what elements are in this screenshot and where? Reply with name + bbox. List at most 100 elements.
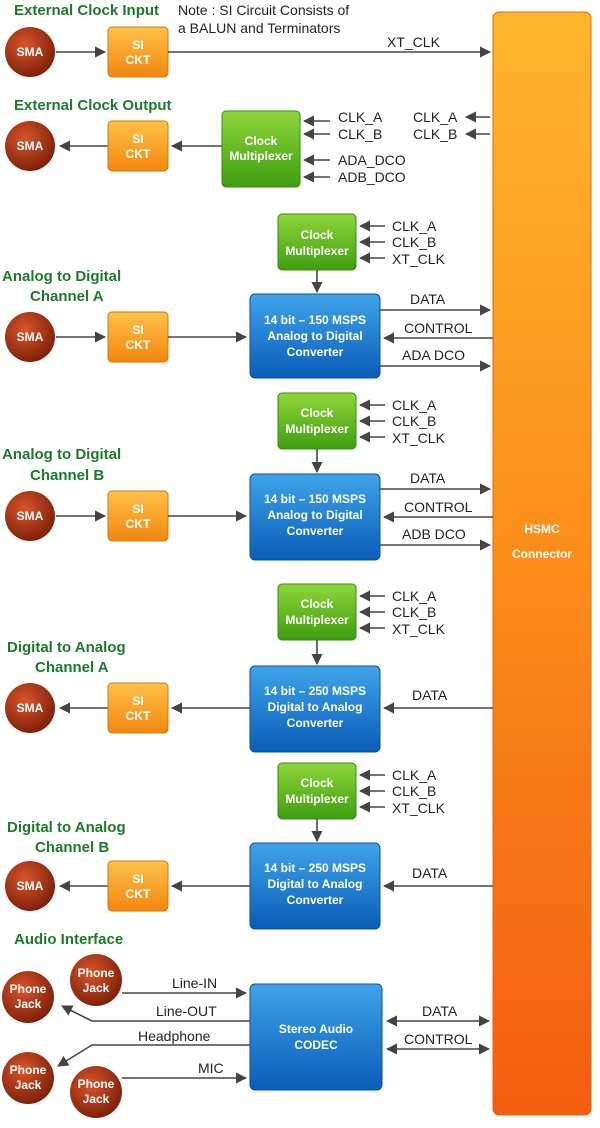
phone-jack: Phone Jack: [2, 971, 54, 1023]
phone-jack: Phone Jack: [2, 1052, 54, 1104]
signal-data: DATA: [410, 470, 446, 486]
signal-adb-dco: ADB DCO: [402, 526, 466, 542]
signal-ada-dco: ADA DCO: [402, 347, 465, 363]
dac-label: 14 bit – 250 MSPS: [264, 684, 366, 698]
si-ckt-label: SI: [132, 323, 143, 337]
section-title-audio-interface: Audio Interface: [14, 931, 123, 948]
phone-jack-label: Jack: [15, 1078, 42, 1092]
adc-label: 14 bit – 150 MSPS: [264, 313, 366, 327]
signal-clk-b: CLK_B: [392, 604, 436, 620]
sma-label: SMA: [17, 139, 44, 153]
signal-line-out: Line-OUT: [156, 1003, 217, 1019]
adc-block: 14 bit – 150 MSPS Analog to Digital Conv…: [249, 473, 381, 561]
section-title-dac-channel-a: Digital to Analog: [7, 639, 126, 656]
note-line2: a BALUN and Terminators: [178, 20, 340, 36]
section-title-dac-channel-a: Channel A: [35, 659, 109, 676]
sma-label: SMA: [17, 879, 44, 893]
section-title-external-clock-input: External Clock Input: [14, 2, 159, 19]
phone-jack: Phone Jack: [70, 954, 122, 1006]
dac-label: 14 bit – 250 MSPS: [264, 861, 366, 875]
adc-label: Analog to Digital: [267, 329, 362, 343]
clock-multiplexer-label: Clock: [301, 776, 334, 790]
clock-multiplexer-label: Clock: [245, 134, 278, 148]
sma-connector: SMA: [5, 491, 55, 541]
sma-connector: SMA: [5, 121, 55, 171]
phone-jack-label: Phone: [10, 982, 47, 996]
sma-connector: SMA: [5, 683, 55, 733]
clock-multiplexer-block: Clock Multiplexer: [277, 762, 357, 820]
signal-clk-b: CLK_B: [413, 126, 457, 142]
si-ckt-label: SI: [132, 694, 143, 708]
signal-mic: MIC: [198, 1060, 224, 1076]
codec-label: CODEC: [294, 1038, 338, 1052]
si-ckt-label: CKT: [126, 517, 151, 531]
clock-multiplexer-label: Multiplexer: [285, 244, 349, 258]
section-title-adc-channel-a: Analog to Digital: [2, 268, 121, 285]
si-ckt-label: SI: [132, 502, 143, 516]
clock-multiplexer-label: Multiplexer: [285, 422, 349, 436]
clock-multiplexer-label: Clock: [301, 228, 334, 242]
si-ckt-block: SI CKT: [107, 120, 169, 172]
section-title-adc-channel-b: Analog to Digital: [2, 446, 121, 463]
signal-xt-clk: XT_CLK: [392, 430, 446, 446]
si-ckt-block: SI CKT: [107, 860, 169, 912]
signal-clk-b: CLK_B: [392, 783, 436, 799]
si-ckt-block: SI CKT: [107, 682, 169, 734]
phone-jack-label: Phone: [78, 966, 115, 980]
signal-line-in: Line-IN: [172, 975, 217, 991]
hsmc-label-line1: HSMC: [524, 522, 560, 536]
section-title-dac-channel-b: Digital to Analog: [7, 819, 126, 836]
si-ckt-label: CKT: [126, 147, 151, 161]
adc-label: 14 bit – 150 MSPS: [264, 492, 366, 506]
si-ckt-block: SI CKT: [107, 490, 169, 542]
signal-headphone: Headphone: [138, 1028, 211, 1044]
signal-clk-a: CLK_A: [338, 109, 383, 125]
audio-codec-block: Stereo Audio CODEC: [249, 983, 383, 1091]
signal-control: CONTROL: [404, 499, 473, 515]
sma-connector: SMA: [5, 27, 55, 77]
dac-label: Digital to Analog: [268, 877, 363, 891]
clock-multiplexer-label: Multiplexer: [285, 792, 349, 806]
si-ckt-label: CKT: [126, 53, 151, 67]
signal-data: DATA: [412, 865, 448, 881]
si-ckt-label: SI: [132, 132, 143, 146]
dac-label: Converter: [287, 893, 344, 907]
adc-label: Converter: [287, 524, 344, 538]
signal-control: CONTROL: [404, 320, 473, 336]
phone-jack-label: Phone: [78, 1077, 115, 1091]
clock-multiplexer-block: Clock Multiplexer: [277, 583, 357, 641]
codec-label: Stereo Audio: [279, 1022, 353, 1036]
clock-multiplexer-block: Clock Multiplexer: [277, 392, 357, 450]
phone-jack-label: Jack: [15, 997, 42, 1011]
signal-clk-b: CLK_B: [338, 126, 382, 142]
sma-connector: SMA: [5, 861, 55, 911]
clock-multiplexer-block: Clock Multiplexer: [221, 110, 301, 188]
signal-xt-clk: XT_CLK: [392, 621, 446, 637]
phone-jack-label: Jack: [83, 981, 110, 995]
section-title-external-clock-output: External Clock Output: [14, 97, 172, 114]
section-title-dac-channel-b: Channel B: [35, 839, 109, 856]
dac-block: 14 bit – 250 MSPS Digital to Analog Conv…: [249, 842, 381, 930]
adc-label: Analog to Digital: [267, 508, 362, 522]
section-title-adc-channel-a: Channel A: [30, 288, 104, 305]
signal-control: CONTROL: [404, 1031, 473, 1047]
sma-label: SMA: [17, 330, 44, 344]
signal-clk-b: CLK_B: [392, 413, 436, 429]
clock-multiplexer-label: Clock: [301, 597, 334, 611]
dac-label: Converter: [287, 716, 344, 730]
signal-clk-a: CLK_A: [413, 109, 458, 125]
clock-multiplexer-label: Clock: [301, 406, 334, 420]
note-line1: Note : SI Circuit Consists of: [178, 2, 349, 18]
signal-data: DATA: [412, 687, 448, 703]
si-ckt-label: CKT: [126, 338, 151, 352]
clock-multiplexer-label: Multiplexer: [285, 613, 349, 627]
sma-connector: SMA: [5, 312, 55, 362]
signal-adb-dco: ADB_DCO: [338, 169, 406, 185]
adc-block: 14 bit – 150 MSPS Analog to Digital Conv…: [249, 293, 381, 379]
adc-label: Converter: [287, 345, 344, 359]
signal-clk-a: CLK_A: [392, 218, 437, 234]
si-ckt-label: CKT: [126, 887, 151, 901]
signal-clk-a: CLK_A: [392, 588, 437, 604]
signal-data: DATA: [422, 1003, 458, 1019]
clock-multiplexer-label: Multiplexer: [229, 149, 293, 163]
